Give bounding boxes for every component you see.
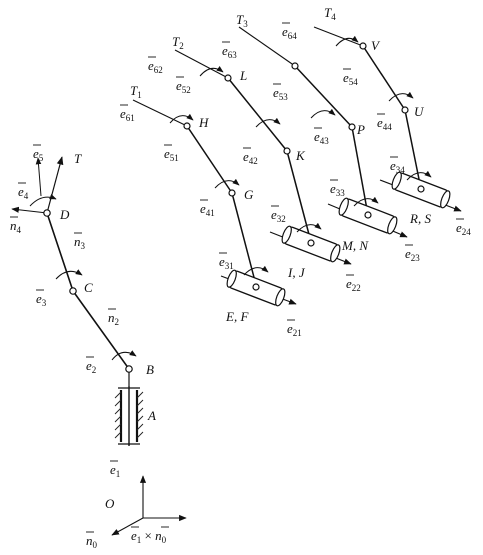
tip-t3-label: T3 <box>236 12 248 29</box>
base-frame: O e1 n0 e1 × n0 <box>86 460 187 550</box>
joint-l <box>224 74 232 82</box>
joint-ef <box>252 283 260 291</box>
svg-text:e4: e4 <box>18 184 29 201</box>
joint-mn <box>364 211 372 219</box>
svg-text:e62: e62 <box>148 58 163 75</box>
svg-text:n3: n3 <box>74 234 86 251</box>
joint-u-label: U <box>414 104 425 119</box>
link-bc <box>72 290 130 370</box>
svg-text:e32: e32 <box>271 207 286 224</box>
joint-ij <box>307 239 315 247</box>
svg-text:e64: e64 <box>282 24 297 41</box>
e5-arrow <box>35 157 42 197</box>
n0-axis-arrow <box>111 517 144 536</box>
rotation-d-arrow <box>29 193 57 207</box>
svg-text:e51: e51 <box>164 146 179 163</box>
finger-2: T2 L K I, J e62 e63 e52 e42 e32 e22 <box>148 34 361 293</box>
finger-1: T1 H G E, F e61 e51 e41 e31 e21 <box>120 83 302 338</box>
svg-text:e21: e21 <box>287 321 302 338</box>
svg-text:e44: e44 <box>377 115 392 132</box>
tip-t2-label: T2 <box>172 34 184 51</box>
joint-rs <box>417 185 425 193</box>
arm-vector-labels: e2 n2 e3 n3 e4 n4 e5 <box>10 144 119 375</box>
svg-text:e41: e41 <box>200 201 215 218</box>
prismatic-joint-a: A <box>114 386 156 446</box>
joint-v <box>359 42 367 50</box>
joint-ij-label: I, J <box>287 265 306 280</box>
tip-t4-label: T4 <box>324 5 336 22</box>
origin-label: O <box>105 496 115 511</box>
svg-text:e31: e31 <box>219 254 234 271</box>
finger-3: T3 P M, N e64 e53 e43 e33 e23 <box>236 12 420 263</box>
joint-h-label: H <box>198 115 209 130</box>
joint-g <box>228 189 236 197</box>
finger-4: T4 V U R, S e54 e44 e34 e24 <box>313 5 471 237</box>
link-cd <box>46 212 74 292</box>
svg-text:e22: e22 <box>346 276 361 293</box>
svg-text:e54: e54 <box>343 70 358 87</box>
joint-p-label: P <box>356 122 365 137</box>
tip-t1-label: T1 <box>130 83 142 100</box>
svg-text:e5: e5 <box>33 146 44 163</box>
hatching <box>114 391 144 439</box>
joint-g-label: G <box>244 187 254 202</box>
joint-p <box>348 123 356 131</box>
e1-label: e1 <box>110 462 120 479</box>
joint-d-label: D <box>59 207 70 222</box>
joint-c-label: C <box>84 280 93 295</box>
svg-text:n2: n2 <box>108 310 119 327</box>
svg-text:e61: e61 <box>120 106 135 123</box>
joint-ef-label: E, F <box>225 309 249 324</box>
tip-t-label: T <box>74 151 82 166</box>
svg-text:e42: e42 <box>243 149 258 166</box>
svg-text:e33: e33 <box>330 181 345 198</box>
svg-text:n4: n4 <box>10 218 22 235</box>
arm-chain: B C D T e2 n2 e3 n3 e4 n4 e5 <box>10 144 154 386</box>
joint-rs-label: R, S <box>409 211 431 226</box>
joint-u <box>401 106 409 114</box>
joint-b <box>125 365 133 373</box>
joint-l-label: L <box>239 68 247 83</box>
joint-a-label: A <box>147 408 156 423</box>
svg-text:e24: e24 <box>456 220 471 237</box>
joint-mn-label: M, N <box>341 238 369 253</box>
joint-h <box>183 122 191 130</box>
n4-arrow <box>11 206 48 214</box>
svg-text:e53: e53 <box>273 85 288 102</box>
joint-b-label: B <box>146 362 154 377</box>
svg-text:e43: e43 <box>314 129 329 146</box>
svg-text:e23: e23 <box>405 246 420 263</box>
tool-vector-t <box>46 156 64 214</box>
joint-v-label: V <box>371 38 381 53</box>
rotation-b-arrow <box>111 350 137 361</box>
svg-text:e2: e2 <box>86 358 96 375</box>
joint-3-upper <box>291 62 299 70</box>
joint-c <box>69 287 77 295</box>
svg-text:e3: e3 <box>36 291 47 308</box>
svg-text:e52: e52 <box>176 78 191 95</box>
joint-k <box>283 147 291 155</box>
cross-product-label: e1 × n0 <box>131 528 167 545</box>
n0-label: n0 <box>86 533 98 550</box>
rotation-c-arrow <box>55 269 83 280</box>
svg-text:e63: e63 <box>222 43 237 60</box>
joint-d <box>43 209 51 217</box>
svg-text:e34: e34 <box>390 158 405 175</box>
joint-k-label: K <box>295 148 306 163</box>
